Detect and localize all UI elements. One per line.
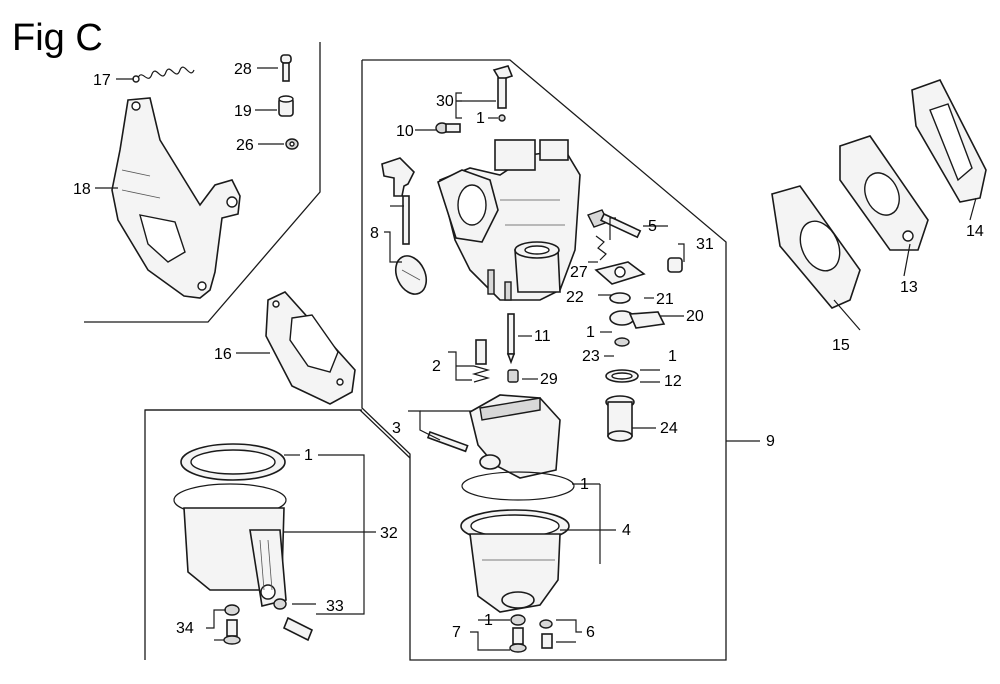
figure-title: Fig C bbox=[12, 17, 103, 59]
screw-part-10 bbox=[435, 122, 461, 134]
callout-5: 5 bbox=[648, 218, 657, 235]
callout-31: 31 bbox=[696, 236, 714, 253]
o-ring-part-12 bbox=[605, 369, 639, 383]
callout-3: 3 bbox=[392, 420, 401, 437]
float-part-3 bbox=[426, 394, 561, 479]
washer-part-22 bbox=[609, 292, 631, 304]
callout-2: 2 bbox=[432, 358, 441, 375]
frame-carburetor-assembly bbox=[361, 59, 727, 661]
spring-part-17 bbox=[132, 66, 195, 83]
float-bowl-part-32 bbox=[173, 443, 287, 607]
callout-15: 15 bbox=[832, 337, 850, 354]
gasket-part-14 bbox=[911, 79, 987, 203]
callout-14: 14 bbox=[966, 223, 984, 240]
callout-16: 16 bbox=[214, 346, 232, 363]
washer-part-6 bbox=[539, 619, 553, 649]
callout-24: 24 bbox=[660, 420, 678, 437]
callout-33: 33 bbox=[326, 598, 344, 615]
frame-float-bowl-inner bbox=[145, 409, 411, 459]
cap-part-31 bbox=[667, 257, 683, 273]
callout-28: 28 bbox=[234, 61, 252, 78]
callout-1-top: 1 bbox=[476, 110, 485, 127]
jet-part-2 bbox=[471, 339, 491, 383]
choke-lever-part-8 bbox=[381, 157, 428, 295]
spring-part-27 bbox=[595, 235, 607, 261]
callout-22: 22 bbox=[566, 289, 584, 306]
insulator-part-13 bbox=[839, 135, 929, 251]
callout-4: 4 bbox=[622, 522, 631, 539]
callout-1-mid-left: 1 bbox=[586, 324, 595, 341]
collar-part-19 bbox=[278, 95, 294, 117]
nut-part-23 bbox=[614, 337, 630, 347]
callout-9: 9 bbox=[766, 433, 775, 450]
callout-13: 13 bbox=[900, 279, 918, 296]
pilot-screw-part-5 bbox=[587, 209, 642, 239]
nut-part-26 bbox=[285, 138, 299, 150]
callout-10: 10 bbox=[396, 123, 414, 140]
callout-18: 18 bbox=[73, 181, 91, 198]
carburetor-body bbox=[437, 139, 581, 301]
screw-part-34 bbox=[223, 604, 241, 645]
bolt-part-24 bbox=[605, 395, 635, 442]
callout-12: 12 bbox=[664, 373, 682, 390]
needle-part-11 bbox=[506, 313, 516, 365]
callout-29: 29 bbox=[540, 371, 558, 388]
callout-32: 32 bbox=[380, 525, 398, 542]
callout-26: 26 bbox=[236, 137, 254, 154]
callout-1-bowl-option: 1 bbox=[304, 447, 313, 464]
callout-11: 11 bbox=[534, 328, 551, 345]
gasket-part-16 bbox=[265, 291, 356, 405]
callout-20: 20 bbox=[686, 308, 704, 325]
callout-34: 34 bbox=[176, 620, 194, 637]
leader-lines bbox=[95, 67, 977, 651]
callout-8: 8 bbox=[370, 225, 379, 242]
callout-21: 21 bbox=[656, 291, 674, 308]
float-bowl-part-4 bbox=[460, 471, 575, 613]
callout-7: 7 bbox=[452, 624, 461, 641]
drain-screw-part-7 bbox=[509, 614, 527, 653]
screw-part-33 bbox=[273, 598, 314, 642]
callout-1-bowl: 1 bbox=[580, 476, 589, 493]
callout-labels: 17 18 28 19 26 16 30 1 10 8 5 31 27 22 2… bbox=[73, 61, 984, 641]
callout-23: 23 bbox=[582, 348, 600, 365]
throttle-bracket-part-18 bbox=[111, 97, 241, 299]
jet-part-29 bbox=[507, 369, 519, 383]
gasket-part-21 bbox=[594, 261, 646, 285]
callout-27: 27 bbox=[570, 264, 588, 281]
callout-1-mid-right: 1 bbox=[668, 348, 677, 365]
gasket-part-15 bbox=[771, 185, 861, 309]
callout-6: 6 bbox=[586, 624, 595, 641]
callout-1-bottom: 1 bbox=[484, 612, 493, 629]
drain-screw-part-20 bbox=[609, 310, 666, 329]
frame-throttle-group bbox=[84, 42, 321, 323]
callout-19: 19 bbox=[234, 103, 252, 120]
screw-part-30 bbox=[492, 65, 514, 122]
screw-part-28 bbox=[280, 54, 292, 82]
callout-30: 30 bbox=[436, 93, 454, 110]
callout-17: 17 bbox=[93, 72, 111, 89]
